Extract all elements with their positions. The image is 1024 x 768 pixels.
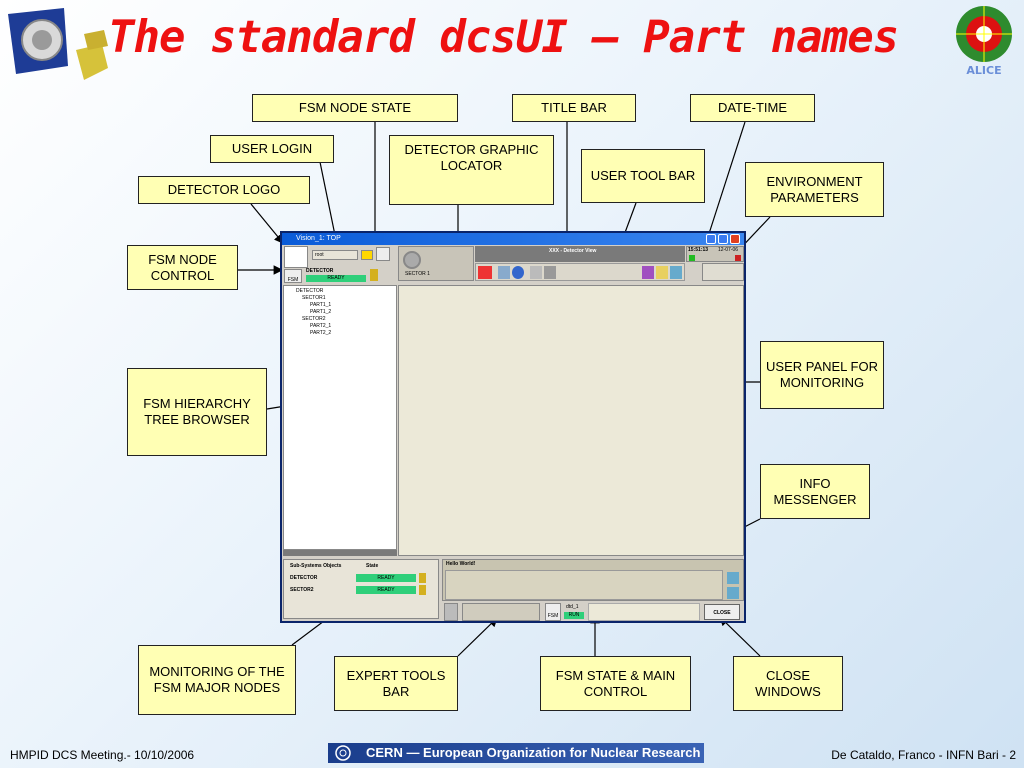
minimize-button[interactable] <box>706 234 716 244</box>
label-date-time: DATE-TIME <box>690 94 815 122</box>
tree-item[interactable]: PART1_2 <box>310 309 332 315</box>
subsystem-lock-icon[interactable] <box>419 585 426 595</box>
label-user-tool-bar: USER TOOL BAR <box>581 149 705 203</box>
subsystems-panel: Sub-Systems Objects State DETECTOR READY… <box>283 559 439 619</box>
detector-view-titlebar: XXX - Detector View <box>475 246 685 262</box>
footer-left: HMPID DCS Meeting.- 10/10/2006 <box>10 748 195 762</box>
label-title-bar: TITLE BAR <box>512 94 636 122</box>
locator-sector-label: SECTOR 1 <box>405 271 430 277</box>
window-title: Vision_1: TOP <box>296 235 341 242</box>
window-titlebar[interactable]: Vision_1: TOP <box>282 233 744 245</box>
tree-item[interactable]: SECTOR2 <box>302 316 326 322</box>
user-tool-bar <box>475 263 685 281</box>
close-button[interactable]: CLOSE <box>704 604 740 620</box>
detector-logo-box <box>284 246 308 268</box>
label-detector-logo: DETECTOR LOGO <box>138 176 310 204</box>
tree-item[interactable]: PART2_2 <box>310 330 332 336</box>
messenger-edit-icon[interactable] <box>727 587 739 599</box>
status-led-green <box>689 255 695 261</box>
detector-view-title: XXX - Detector View <box>549 248 597 254</box>
print-icon[interactable] <box>530 266 542 279</box>
label-info-messenger: INFO MESSENGER <box>760 464 870 519</box>
tree-root[interactable]: DETECTOR <box>296 288 324 294</box>
label-fsm-state-main-control: FSM STATE & MAIN CONTROL <box>540 656 691 711</box>
user-panel-for-monitoring[interactable] <box>398 285 744 556</box>
label-monitoring-fsm-major-nodes: MONITORING OF THE FSM MAJOR NODES <box>138 645 296 715</box>
edit-icon[interactable] <box>670 266 682 279</box>
fsm-main-control-area <box>588 603 700 621</box>
environment-parameters-panel <box>702 263 744 281</box>
tree-item[interactable]: PART1_1 <box>310 302 332 308</box>
footer-center-text: CERN — European Organization for Nuclear… <box>366 745 701 760</box>
arrow-detector-logo <box>250 203 284 244</box>
subsystem-lock-icon[interactable] <box>419 573 426 583</box>
fsm-node-detector-label: DETECTOR <box>306 268 334 274</box>
subsystem-state: READY <box>356 574 416 582</box>
subsystem-state: READY <box>356 586 416 594</box>
date-display: 12-07-06 <box>718 247 739 253</box>
arrow-close-windows <box>719 616 761 657</box>
alice-logo-text: ALICE <box>966 64 1001 77</box>
help-icon[interactable] <box>512 266 524 279</box>
detector-graphic-locator[interactable]: SECTOR 1 <box>398 246 474 281</box>
label-environment-parameters: ENVIRONMENT PARAMETERS <box>745 162 884 217</box>
date-time-panel: 15:51:13 12-07-06 <box>686 246 744 262</box>
books-icon[interactable] <box>642 266 654 279</box>
fsm-tree-browser[interactable]: DETECTOR SECTOR1 PART1_1 PART1_2 SECTOR2… <box>283 285 397 550</box>
login-user-button[interactable] <box>376 247 390 261</box>
camera-icon[interactable] <box>544 266 556 279</box>
tree-item[interactable]: SECTOR1 <box>302 295 326 301</box>
label-detector-graphic-locator: DETECTOR GRAPHIC LOCATOR <box>389 135 554 205</box>
label-fsm-hierarchy-tree-browser: FSM HIERARCHY TREE BROWSER <box>127 368 267 456</box>
arrow-date-time <box>704 121 746 245</box>
info-message: Hello World! <box>446 561 476 567</box>
fsm-main-control-button[interactable]: FSM <box>545 603 561 621</box>
state-header: State <box>366 563 379 569</box>
subsystem-name: SECTOR2 <box>290 587 314 593</box>
messenger-refresh-icon[interactable] <box>727 572 739 584</box>
tree-scrollbar[interactable] <box>283 550 397 556</box>
tree-item[interactable]: PART2_1 <box>310 323 332 329</box>
label-user-login: USER LOGIN <box>210 135 334 163</box>
expert-tools-bar[interactable] <box>462 603 540 621</box>
label-user-panel-for-monitoring: USER PANEL FOR MONITORING <box>760 341 884 409</box>
label-expert-tools-bar: EXPERT TOOLS BAR <box>334 656 458 711</box>
dcsui-window: Vision_1: TOP root FSM DETECTOR READY SE… <box>280 231 746 623</box>
fsm-node-control-button[interactable]: FSM <box>284 269 302 283</box>
locator-wheel-icon <box>403 251 421 269</box>
fsm-node-state: READY <box>306 275 366 282</box>
login-field[interactable]: root <box>312 250 358 260</box>
slide-title: The standard dcsUI – Part names <box>108 12 899 63</box>
expert-tools-icon[interactable] <box>444 603 458 621</box>
maximize-button[interactable] <box>718 234 728 244</box>
alice-logo: ALICE <box>956 6 1012 77</box>
time-display: 15:51:13 <box>688 247 709 253</box>
footer-center: CERN — European Organization for Nuclear… <box>328 743 704 763</box>
alarm-icon[interactable] <box>478 266 492 279</box>
footer-right: De Cataldo, Franco - INFN Bari - 2 <box>831 748 1016 762</box>
login-search-icon[interactable] <box>361 250 373 260</box>
fsm-main-state: RUN <box>564 612 584 619</box>
subsystems-header: Sub-Systems Objects <box>290 563 342 569</box>
arrow-expert-tools <box>457 617 498 657</box>
info-messenger: Hello World! <box>442 559 744 601</box>
note-icon[interactable] <box>656 266 668 279</box>
search-tool-icon[interactable] <box>498 266 510 279</box>
label-close-windows: CLOSE WINDOWS <box>733 656 843 711</box>
fsm-main-node-name: dtd_1 <box>566 604 579 610</box>
status-led-red <box>735 255 741 261</box>
label-fsm-node-state: FSM NODE STATE <box>252 94 458 122</box>
close-window-button[interactable] <box>730 234 740 244</box>
message-log <box>445 570 723 600</box>
fsm-node-lock-icon[interactable] <box>370 269 378 281</box>
subsystem-name: DETECTOR <box>290 575 318 581</box>
cern-logo-icon <box>335 745 351 761</box>
label-fsm-node-control: FSM NODE CONTROL <box>127 245 238 290</box>
hmpid-logo <box>8 8 108 80</box>
